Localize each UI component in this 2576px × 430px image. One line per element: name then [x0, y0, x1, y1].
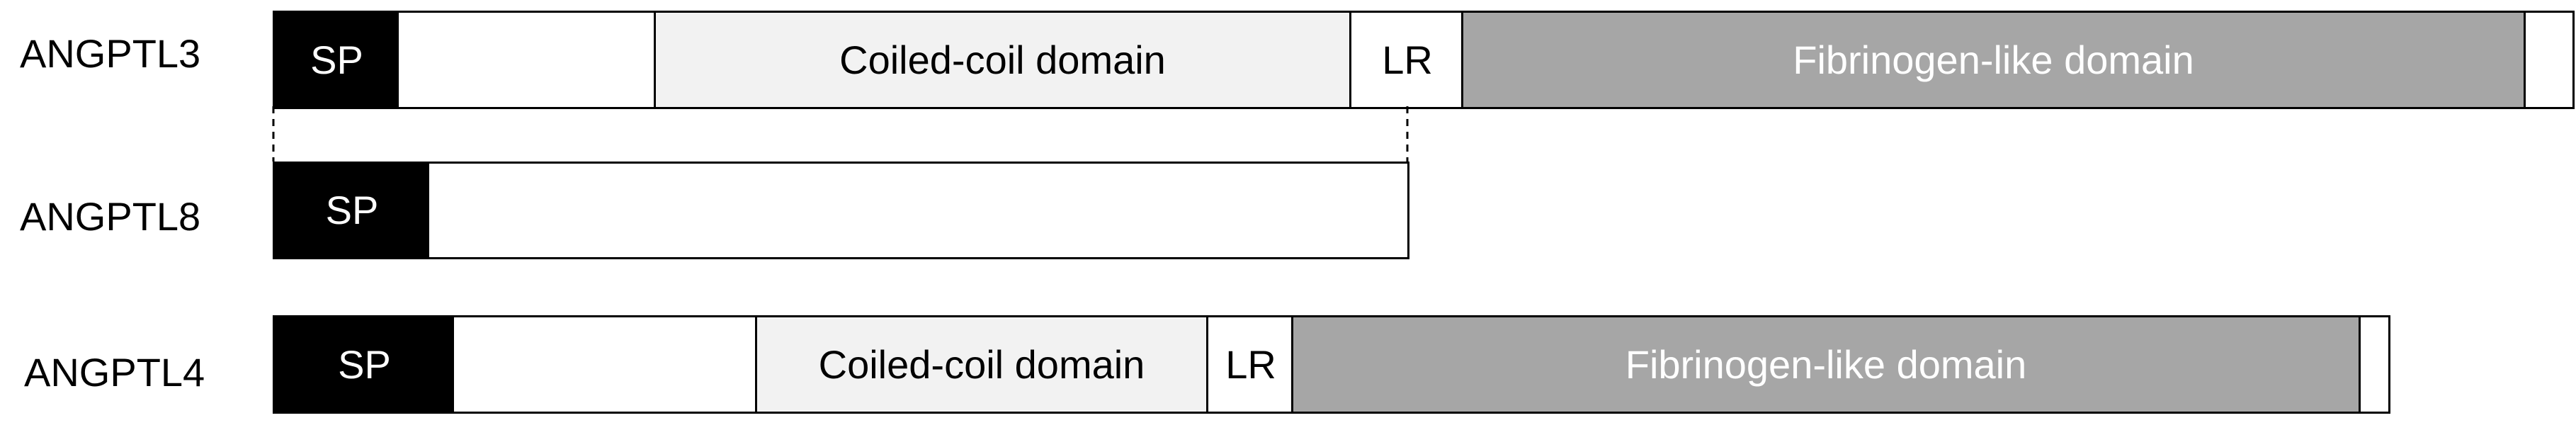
angptl3-bar: SP Coiled-coil domain LR Fibrinogen-like…: [273, 11, 2575, 109]
protein-label-angptl4: ANGPTL4: [24, 350, 205, 395]
angptl3-linker-region: LR: [1351, 13, 1463, 107]
angptl3-sp-label: SP: [310, 37, 363, 82]
angptl8-sp-label: SP: [325, 188, 379, 232]
angptl4-lr-label: LR: [1225, 341, 1276, 387]
angptl4-coiled-coil-domain: Coiled-coil domain: [755, 317, 1208, 412]
angptl8-signal-peptide: SP: [275, 164, 429, 257]
angptl4-fibrinogen-like-domain: Fibrinogen-like domain: [1291, 317, 2361, 412]
angptl3-signal-peptide: SP: [275, 13, 399, 107]
angptl3-coiled-coil-domain: Coiled-coil domain: [654, 13, 1351, 107]
angptl3-fibrinogen-label: Fibrinogen-like domain: [1793, 37, 2194, 82]
angptl4-coiled-coil-label: Coiled-coil domain: [818, 341, 1145, 387]
protein-label-angptl3: ANGPTL3: [20, 31, 201, 76]
protein-label-angptl8: ANGPTL8: [20, 194, 201, 239]
angptl4-bar: SP Coiled-coil domain LR Fibrinogen-like…: [273, 315, 2390, 414]
angptl3-lr-label: LR: [1382, 37, 1433, 82]
angptl3-coiled-coil-label: Coiled-coil domain: [839, 37, 1166, 82]
homology-bracket: [272, 106, 1409, 162]
angptl4-fibrinogen-label: Fibrinogen-like domain: [1625, 341, 2027, 387]
angptl4-sp-label: SP: [338, 341, 391, 387]
angptl8-bar: SP: [273, 162, 1409, 259]
angptl4-signal-peptide: SP: [275, 317, 454, 412]
angptl3-fibrinogen-like-domain: Fibrinogen-like domain: [1461, 13, 2526, 107]
angptl4-linker-region: LR: [1208, 317, 1293, 412]
